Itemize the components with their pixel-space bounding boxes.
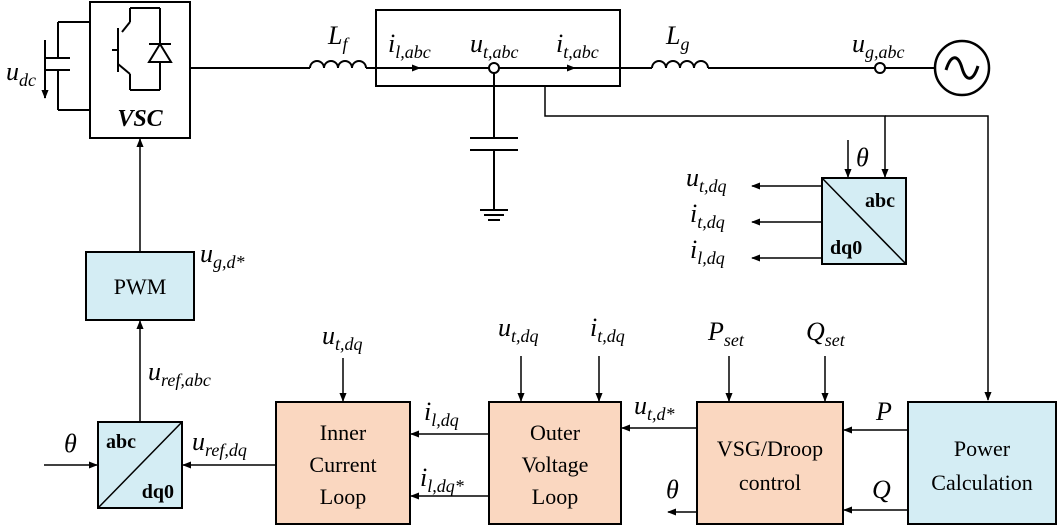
svg-text:Inner: Inner (320, 420, 367, 445)
power-calculation-block: Power Calculation (907, 401, 1057, 525)
p-label: P (875, 397, 892, 426)
grid-source-icon (933, 39, 991, 97)
abc-dq0-left-block: abc dq0 (97, 421, 183, 509)
il-dq-in-label: il,dq (424, 397, 459, 430)
it-dq-ovl-label: it,dq (590, 313, 625, 346)
ut-d-star-label: ut,d* (634, 391, 675, 424)
inner-current-loop-block: Inner Current Loop (275, 401, 411, 525)
svg-text:abc: abc (106, 431, 136, 453)
uref-dq-label: uref,dq (192, 427, 247, 460)
ug-d-label: ug,d* (200, 239, 245, 272)
svg-text:Calculation: Calculation (931, 470, 1032, 495)
dq-output-arrows (751, 182, 822, 262)
uref-abc-label: uref,abc (148, 357, 211, 390)
lg-label: Lg (665, 21, 689, 54)
outer-voltage-loop-block: Outer Voltage Loop (488, 401, 622, 525)
theta-vsg-label: θ (666, 475, 679, 504)
lf-label: Lf (327, 21, 350, 54)
qset-label: Qset (806, 317, 846, 350)
svg-text:control: control (739, 470, 801, 495)
pset-label: Pset (707, 317, 745, 350)
ug-node (874, 62, 886, 74)
ut-abc-label: ut,abc (470, 29, 519, 62)
ut-dq-ovl-label: ut,dq (498, 313, 539, 346)
svg-text:dq0: dq0 (142, 481, 174, 503)
il-dq-out-label: il,dq (690, 235, 725, 268)
filter-capacitor (470, 73, 518, 221)
theta-top-label: θ (856, 143, 869, 172)
il-abc-label: il,abc (388, 29, 431, 62)
measurement-lines (544, 86, 992, 401)
svg-text:Loop: Loop (320, 484, 366, 509)
ut-node (488, 62, 500, 74)
abc-dq0-top-block: abc dq0 (821, 177, 907, 265)
dc-capacitor (41, 21, 90, 111)
udc-label: udc (6, 57, 36, 90)
vsc-block: VSC (89, 1, 191, 139)
svg-text:abc: abc (865, 190, 895, 212)
q-label: Q (872, 475, 891, 504)
vsc-label: VSC (117, 106, 163, 132)
il-dq-star-label: il,dq* (420, 463, 464, 496)
pwm-block: PWM (85, 251, 195, 321)
it-abc-label: it,abc (556, 29, 599, 62)
measurement-box (375, 9, 621, 87)
it-dq-out-label: it,dq (690, 199, 725, 232)
theta-left-label: θ (64, 429, 77, 458)
ut-dq-icl-label: ut,dq (322, 321, 363, 354)
svg-text:Outer: Outer (530, 420, 581, 445)
svg-text:PWM: PWM (114, 274, 167, 299)
svg-text:dq0: dq0 (830, 237, 862, 259)
vsg-droop-block: VSG/Droop control (696, 401, 844, 525)
svg-text:Voltage: Voltage (522, 452, 589, 477)
power-line (190, 60, 935, 72)
svg-text:Power: Power (954, 436, 1011, 461)
svg-text:VSG/Droop: VSG/Droop (717, 436, 823, 461)
svg-text:Loop: Loop (532, 484, 578, 509)
igbt-switch-icon (112, 7, 173, 91)
ug-abc-label: ug,abc (852, 29, 905, 62)
ut-dq-out-label: ut,dq (686, 163, 727, 196)
lg-inductor-icon (651, 60, 709, 69)
svg-text:Current: Current (309, 452, 376, 477)
lf-inductor-icon (309, 60, 367, 69)
